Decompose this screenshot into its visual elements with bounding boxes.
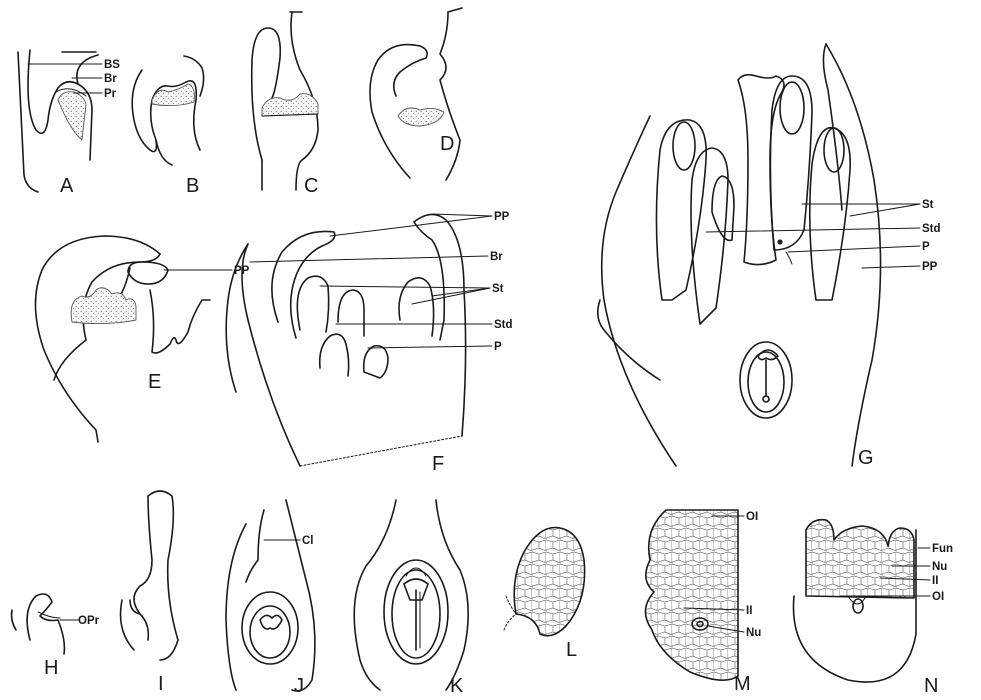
figure-letter-j: J: [294, 675, 304, 697]
figure-k: K: [354, 500, 468, 697]
figure-letter-n: N: [924, 675, 938, 697]
label-g-pp: PP: [922, 261, 938, 273]
figure-i: I: [121, 491, 179, 695]
figure-m: OI II Nu M: [645, 510, 761, 695]
label-a-bs: BS: [104, 59, 120, 71]
label-g-st: St: [922, 199, 934, 211]
figure-letter-l: L: [566, 639, 577, 661]
label-j-cl: Cl: [302, 535, 314, 547]
figure-letter-h: H: [44, 657, 58, 679]
figure-letter-m: M: [734, 673, 751, 695]
label-f-pp: PP: [494, 211, 510, 223]
label-h-opr: OPr: [78, 615, 100, 627]
label-g-std: Std: [922, 223, 941, 235]
figure-b: B: [132, 56, 203, 197]
label-n-fun: Fun: [932, 543, 953, 555]
figure-h: OPr H: [12, 594, 100, 679]
figure-g: St Std P PP G: [598, 44, 941, 469]
figure-letter-a: A: [60, 175, 74, 197]
label-f-br: Br: [490, 251, 503, 263]
figure-letter-d: D: [440, 133, 454, 155]
label-f-p: P: [494, 341, 502, 353]
figure-f: PP Br St Std P F: [226, 211, 512, 475]
figure-letter-i: I: [158, 673, 164, 695]
label-m-nu: Nu: [746, 627, 761, 639]
figure-letter-g: G: [858, 447, 874, 469]
figure-d: D: [370, 8, 462, 180]
figure-a: BS Br Pr A: [18, 50, 120, 197]
figure-letter-c: C: [304, 175, 318, 197]
figure-n: Fun Nu II OI N: [793, 520, 953, 697]
label-m-oi: OI: [746, 511, 758, 523]
label-a-pr: Pr: [104, 88, 117, 100]
label-n-nu: Nu: [932, 561, 947, 573]
figure-letter-b: B: [186, 175, 199, 197]
label-g-p: P: [922, 241, 930, 253]
figure-j: Cl J: [226, 500, 315, 697]
label-m-ii: II: [746, 605, 752, 617]
figure-l: L: [504, 528, 585, 662]
figure-c: C: [252, 12, 319, 197]
label-n-ii: II: [932, 575, 938, 587]
label-f-std: Std: [494, 319, 513, 331]
figure-letter-e: E: [148, 371, 161, 393]
figure-letter-f: F: [432, 453, 444, 475]
figure-letter-k: K: [450, 675, 464, 697]
figure-e: PP E: [35, 236, 249, 442]
label-n-oi: OI: [932, 591, 944, 603]
label-a-br: Br: [104, 73, 117, 85]
label-f-st: St: [492, 283, 504, 295]
